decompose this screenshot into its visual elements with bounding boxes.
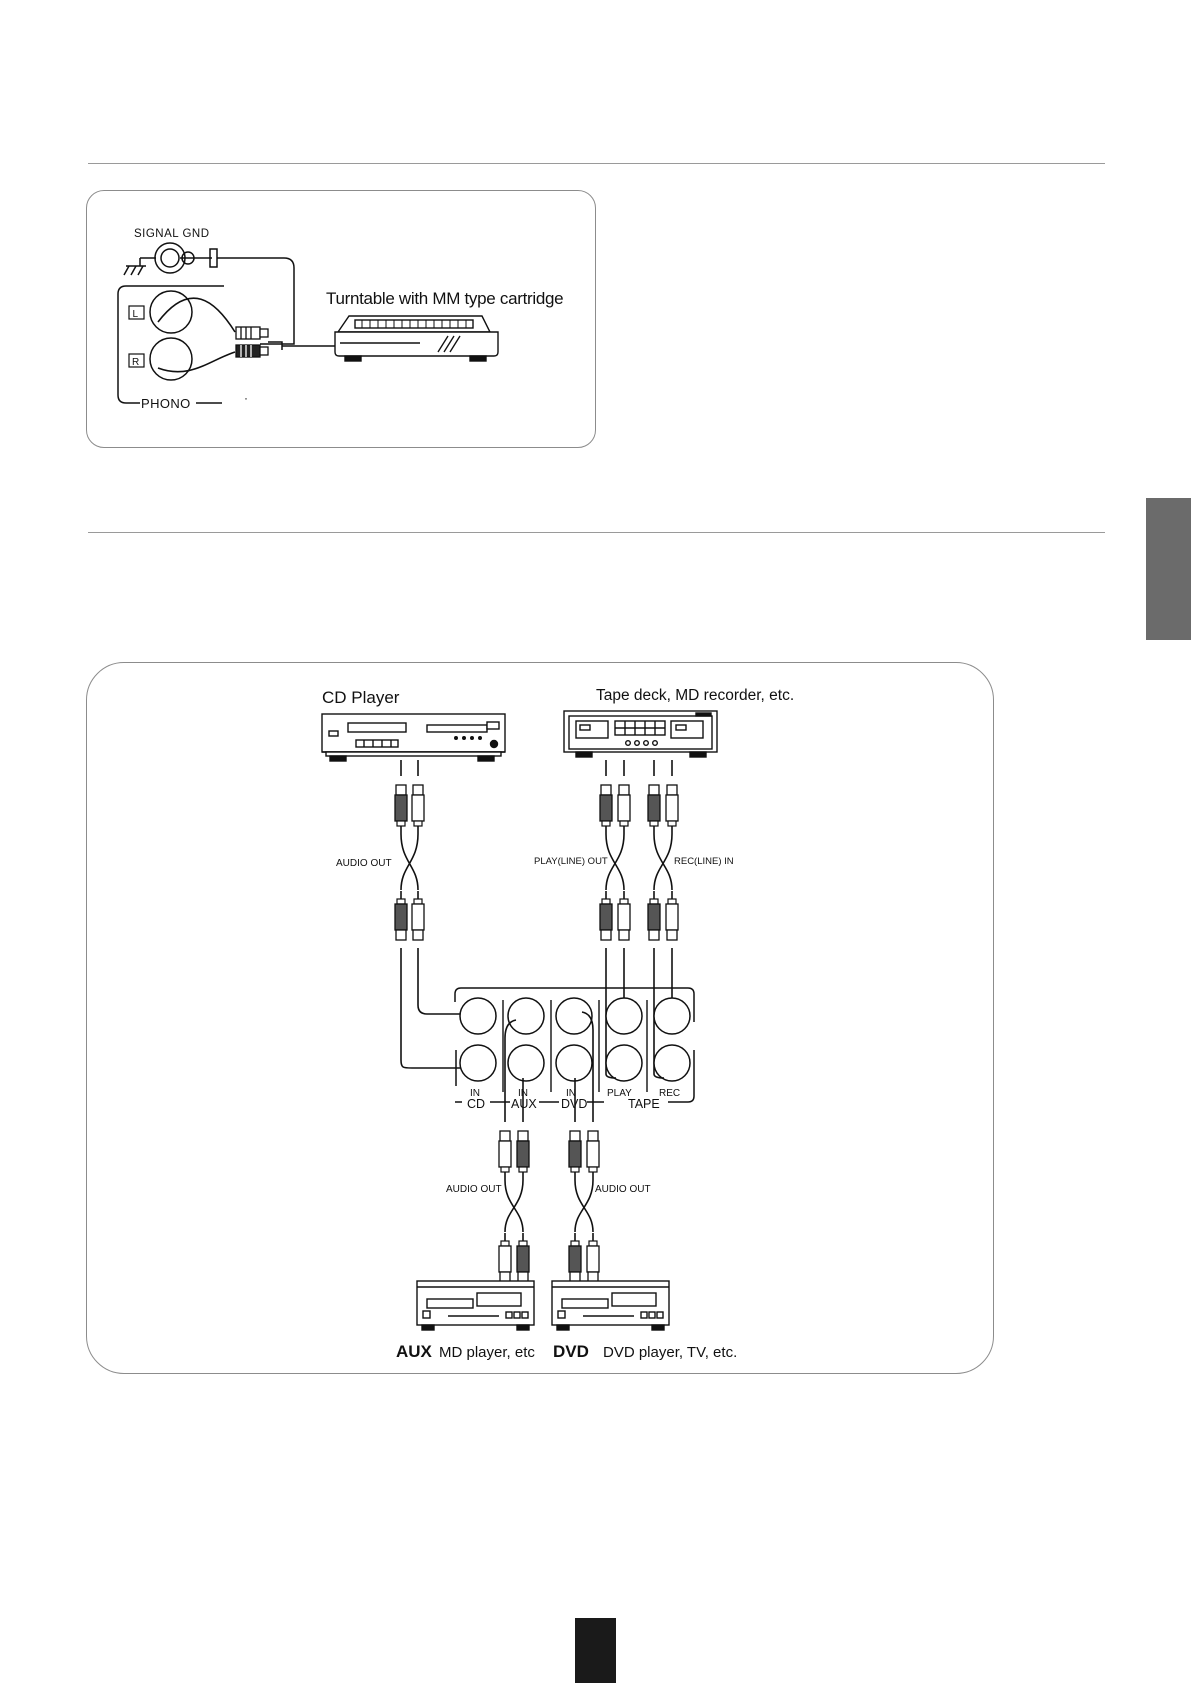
tape-rec-plug-top-left bbox=[648, 785, 660, 834]
tape-play-plug-top-left bbox=[600, 785, 612, 834]
cd-plug-top-left bbox=[395, 785, 407, 834]
channel-left-badge: L bbox=[129, 306, 144, 320]
tape-deck-title: Tape deck, MD recorder, etc. bbox=[596, 687, 794, 704]
tape-play-plug-bottom-left bbox=[600, 891, 612, 940]
phono-cable-to-turntable bbox=[268, 342, 336, 350]
jack-rec-top bbox=[654, 998, 690, 1034]
dvd-plug-bottom-left bbox=[569, 1233, 581, 1282]
jack-rec-bottom bbox=[654, 1045, 690, 1081]
group-cd-label: CD bbox=[467, 1097, 485, 1111]
rec-line-in-label: REC(LINE) IN bbox=[674, 856, 734, 867]
jack-aux-bottom bbox=[508, 1045, 544, 1081]
aux-plug-top-left bbox=[499, 1131, 511, 1180]
phono-label: PHONO bbox=[141, 396, 191, 411]
dvd-plug-top-left bbox=[569, 1131, 581, 1180]
aux-caption-bold: AUX bbox=[396, 1342, 433, 1361]
jack-rec-label: REC bbox=[659, 1088, 680, 1099]
jack-aux-top bbox=[508, 998, 544, 1034]
tape-rec-plug-bottom-left bbox=[648, 891, 660, 940]
cd-plug-bottom-right bbox=[412, 891, 424, 940]
channel-right-badge: R bbox=[129, 354, 144, 368]
aux-plug-bottom-right bbox=[517, 1233, 529, 1282]
aux-caption-desc: MD player, etc bbox=[439, 1344, 535, 1361]
aux-device bbox=[417, 1281, 534, 1330]
phono-jack-left bbox=[150, 291, 192, 333]
cd-player-title: CD Player bbox=[322, 688, 400, 707]
svg-text:L: L bbox=[133, 309, 139, 320]
jack-cd-bottom bbox=[460, 1045, 496, 1081]
dvd-caption-bold: DVD bbox=[553, 1342, 589, 1361]
jack-play-top bbox=[606, 998, 642, 1034]
cd-plug-bottom-left bbox=[395, 891, 407, 940]
tape-play-plug-bottom-right bbox=[618, 891, 630, 940]
svg-text:R: R bbox=[132, 357, 139, 368]
ground-icon bbox=[124, 258, 156, 275]
jack-play-bottom bbox=[606, 1045, 642, 1081]
tape-deck-device bbox=[564, 711, 717, 757]
jack-cd-top bbox=[460, 998, 496, 1034]
aux-plug-bottom-left bbox=[499, 1233, 511, 1282]
play-line-out-label: PLAY(LINE) OUT bbox=[534, 856, 608, 867]
jack-dvd-top bbox=[556, 998, 592, 1034]
aux-plug-top-right bbox=[517, 1131, 529, 1180]
dvd-audio-out-label: AUDIO OUT bbox=[595, 1184, 651, 1195]
phono-jack-right bbox=[150, 338, 192, 380]
group-aux-label: AUX bbox=[511, 1097, 537, 1111]
turntable-icon bbox=[335, 316, 498, 361]
dvd-device bbox=[552, 1281, 669, 1330]
cd-plug-top-right bbox=[412, 785, 424, 834]
tape-rec-plug-top-right bbox=[666, 785, 678, 834]
phono-plug-left bbox=[236, 327, 268, 339]
dvd-plug-bottom-right bbox=[587, 1233, 599, 1282]
cd-audio-out-label: AUDIO OUT bbox=[336, 858, 392, 869]
signal-gnd-label: SIGNAL GND bbox=[134, 228, 210, 240]
dvd-caption-desc: DVD player, TV, etc. bbox=[603, 1344, 737, 1361]
jack-dvd-bottom bbox=[556, 1045, 592, 1081]
tape-play-plug-top-right bbox=[618, 785, 630, 834]
aux-audio-out-label: AUDIO OUT bbox=[446, 1184, 502, 1195]
phono-plug-right bbox=[236, 345, 268, 357]
dvd-plug-top-right bbox=[587, 1131, 599, 1180]
tape-rec-plug-bottom-right bbox=[666, 891, 678, 940]
group-tape-label: TAPE bbox=[628, 1097, 660, 1111]
phono-dot: · bbox=[244, 391, 248, 405]
rear-panel-jacks bbox=[460, 998, 690, 1081]
turntable-caption: Turntable with MM type cartridge bbox=[326, 289, 563, 308]
cd-player-device bbox=[322, 714, 505, 761]
